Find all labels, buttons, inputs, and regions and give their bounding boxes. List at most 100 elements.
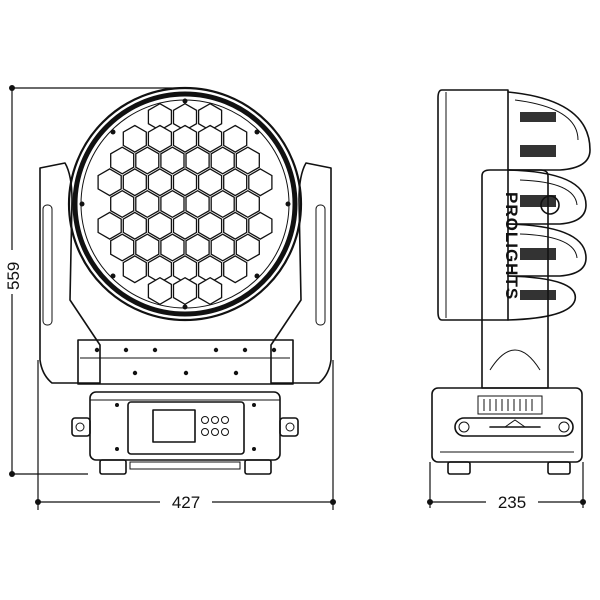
lens-cell [122, 255, 147, 284]
lens-cell [110, 189, 135, 219]
lens-cell [97, 168, 122, 197]
height-dimension: 559 [2, 85, 185, 477]
lens-cell [122, 168, 147, 197]
front-view [39, 86, 332, 475]
side-width-dot-right [580, 499, 586, 505]
lens-cell [172, 124, 198, 153]
side-head [437, 89, 591, 321]
button-enter [211, 416, 219, 424]
lens-cell [160, 146, 185, 175]
side-width-label: 235 [498, 493, 526, 512]
height-label-bg [2, 250, 22, 294]
lens-cell [147, 124, 173, 153]
lens-cell [223, 255, 248, 284]
fin-2 [507, 169, 587, 225]
front-width-label: 427 [172, 493, 200, 512]
fin-4 [507, 275, 577, 321]
fin-3-slot [520, 248, 556, 260]
fin-3 [507, 223, 587, 277]
fin-2-inner [519, 179, 578, 206]
front-width-dimension: 427 [35, 360, 336, 512]
lens-cell [197, 276, 223, 306]
base-handle-right-knob [285, 422, 295, 432]
lens-cell [248, 211, 273, 240]
fin-4-slot [520, 290, 556, 300]
button-right [221, 428, 229, 436]
lens-cell [210, 189, 235, 219]
lens-cell [223, 168, 248, 197]
yoke-handle-left [42, 204, 53, 326]
side-base-vent-slots [483, 399, 533, 411]
height-dimension-label: 559 [4, 262, 23, 290]
side-base-vent [477, 395, 543, 415]
button-up [201, 416, 209, 424]
base-screws [115, 403, 256, 451]
yoke-arm-left [39, 162, 101, 384]
base-handle-left [71, 417, 91, 437]
fin-1-slot-lower [520, 145, 556, 157]
side-base [431, 387, 583, 475]
lens-cell [135, 233, 160, 262]
lens-cell [122, 124, 147, 153]
height-dim-dot-bottom [9, 471, 15, 477]
side-width-dot-left [427, 499, 433, 505]
base-foot-right [244, 459, 272, 475]
head-bezel [72, 91, 298, 317]
lens-cell [110, 233, 135, 262]
side-base-foot-left [447, 461, 471, 475]
lens-cell [235, 146, 260, 175]
yoke-handle-right [315, 204, 326, 326]
lens-cell [147, 211, 173, 240]
control-panel [127, 401, 245, 455]
side-base-handle [454, 417, 574, 437]
side-head-front-bezel [437, 89, 509, 321]
lens-cell [172, 211, 198, 240]
lens-cell [185, 189, 210, 219]
base-handle-right [279, 417, 299, 437]
fin-1-slot [520, 112, 556, 122]
side-yoke-arm-contour [489, 349, 541, 371]
button-menu [221, 416, 229, 424]
yoke-crossbar [77, 339, 294, 385]
base-foot-left [99, 459, 127, 475]
base-handle-left-knob [75, 422, 85, 432]
lens-cell [223, 211, 248, 240]
button-down [211, 428, 219, 436]
control-buttons [201, 416, 229, 436]
lens-cell [185, 233, 210, 262]
lens-cell [172, 276, 198, 306]
display-screen [152, 409, 196, 443]
side-view: PROLIGHTS [431, 89, 591, 475]
lens-cell [235, 233, 260, 262]
base [71, 391, 299, 475]
lens-cell [197, 168, 223, 197]
lens-cell [110, 146, 135, 175]
side-head-cooling-fins [507, 91, 591, 321]
yoke [39, 162, 332, 385]
lens-cell [235, 189, 260, 219]
button-left [201, 428, 209, 436]
lens-cell [172, 168, 198, 197]
lens-cell [197, 124, 223, 153]
yoke-arm-right [270, 162, 332, 384]
lens-cell [210, 146, 235, 175]
yoke-crossbar-screws [94, 347, 277, 376]
head [67, 86, 303, 322]
lens-cell [147, 168, 173, 197]
lens-cell [197, 211, 223, 240]
fin-2-slot [520, 195, 556, 207]
side-yoke-arm-body [481, 169, 549, 389]
lens-cell [135, 146, 160, 175]
lens-cell [160, 189, 185, 219]
side-base-handle-knob-right [558, 421, 570, 433]
fin-1 [507, 91, 591, 171]
lens-cell [248, 168, 273, 197]
side-base-handle-marker [504, 419, 526, 428]
side-tilt-knob [540, 195, 560, 215]
brand-logo: PROLIGHTS [502, 192, 521, 300]
lens-cell [135, 189, 160, 219]
side-base-foot-right [547, 461, 571, 475]
lens-cell [97, 211, 122, 240]
side-width-dimension: 235 [427, 462, 586, 512]
